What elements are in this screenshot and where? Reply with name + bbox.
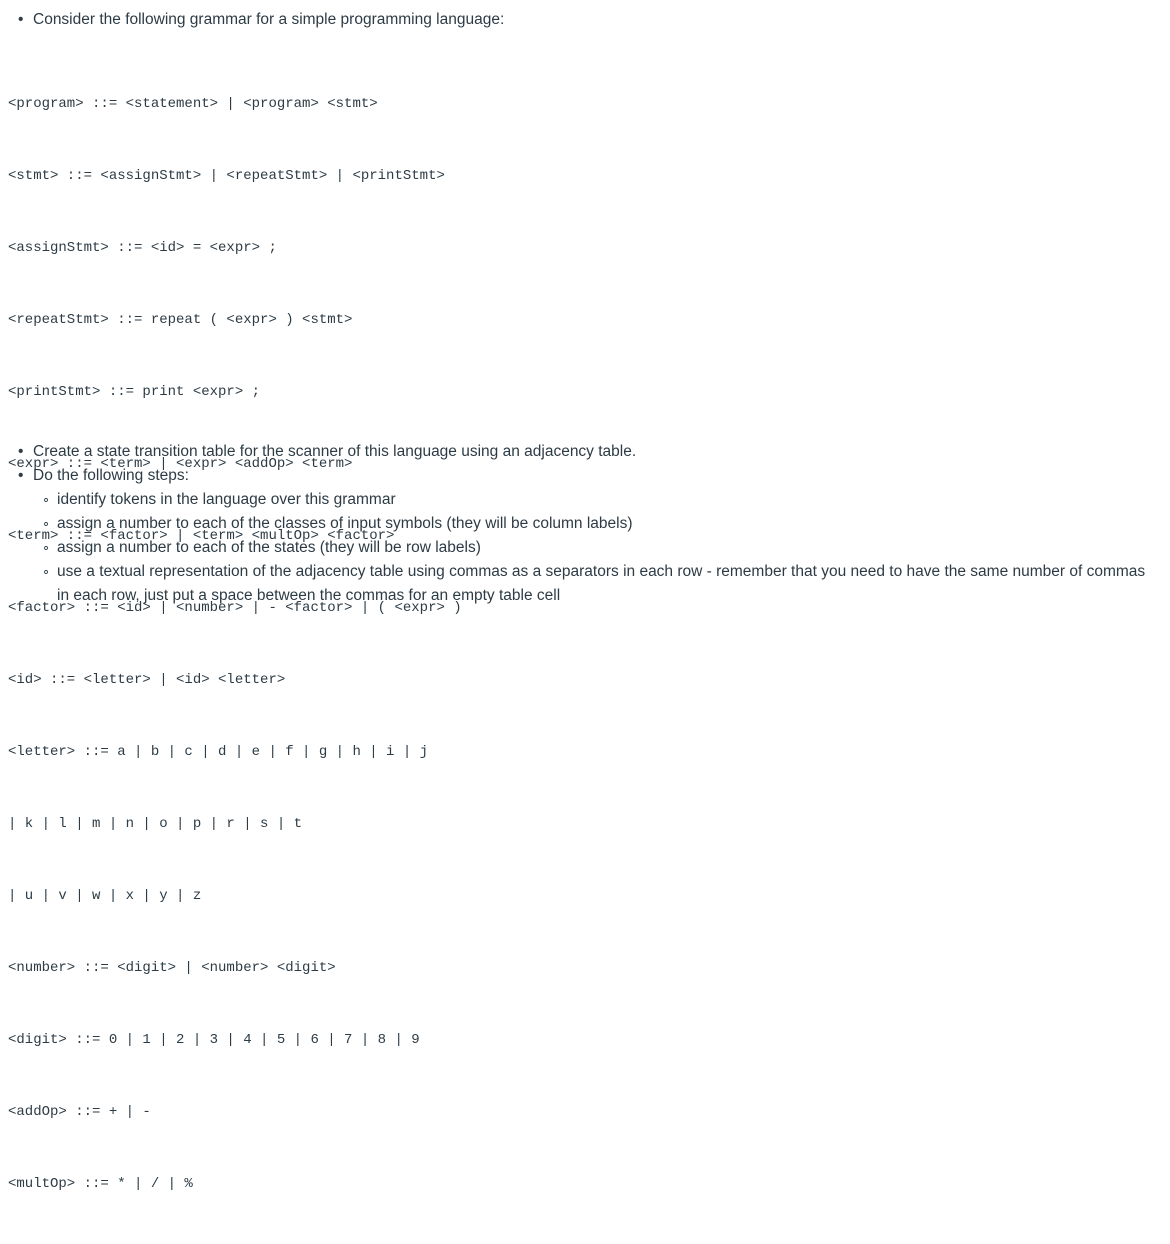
intro-item: • Consider the following grammar for a s… [18, 8, 505, 32]
step-item: ∘ use a textual representation of the ad… [42, 560, 1161, 608]
step-text: identify tokens in the language over thi… [57, 491, 396, 508]
bullet-icon: • [18, 443, 24, 460]
grammar-line: <addOp> ::= + | - [8, 1104, 151, 1120]
task-create-table: • Create a state transition table for th… [18, 440, 637, 464]
grammar-line: <multOp> ::= * | / | % [8, 1176, 193, 1192]
task-create-table-text: Create a state transition table for the … [33, 443, 637, 460]
grammar-line: <number> ::= <digit> | <number> <digit> [8, 960, 336, 976]
grammar-line: <id> ::= <letter> | <id> <letter> [8, 672, 286, 688]
step-item: ∘ assign a number to each of the classes… [42, 512, 633, 536]
grammar-line: <printStmt> ::= print <expr> ; [8, 384, 261, 400]
bullet-icon: • [18, 467, 24, 484]
step-text: assign a number to each of the classes o… [57, 515, 633, 532]
intro-text: Consider the following grammar for a sim… [33, 11, 505, 28]
sub-bullet-icon: ∘ [42, 492, 51, 507]
assignment-page: • Consider the following grammar for a s… [8, 8, 1161, 1192]
task-do-steps: • Do the following steps: [18, 464, 189, 488]
step-text: assign a number to each of the states (t… [57, 539, 481, 556]
grammar-line: | u | v | w | x | y | z [8, 888, 202, 904]
sub-bullet-icon: ∘ [42, 540, 51, 555]
step-item: ∘ assign a number to each of the states … [42, 536, 481, 560]
grammar-code-block: <program> ::= <statement> | <program> <s… [8, 44, 462, 1244]
grammar-line: | k | l | m | n | o | p | r | s | t [8, 816, 303, 832]
grammar-line: <letter> ::= a | b | c | d | e | f | g |… [8, 744, 429, 760]
grammar-line: <digit> ::= 0 | 1 | 2 | 3 | 4 | 5 | 6 | … [8, 1032, 420, 1048]
bullet-icon: • [18, 11, 24, 28]
grammar-line: <term> ::= <factor> | <term> <multOp> <f… [8, 528, 395, 544]
grammar-line: <expr> ::= <term> | <expr> <addOp> <term… [8, 456, 353, 472]
sub-bullet-icon: ∘ [42, 564, 51, 579]
grammar-line: <repeatStmt> ::= repeat ( <expr> ) <stmt… [8, 312, 353, 328]
grammar-line: <stmt> ::= <assignStmt> | <repeatStmt> |… [8, 168, 445, 184]
grammar-line: <factor> ::= <id> | <number> | - <factor… [8, 600, 462, 616]
task-do-steps-text: Do the following steps: [33, 467, 189, 484]
step-text: use a textual representation of the adja… [57, 563, 1146, 604]
grammar-line: <assignStmt> ::= <id> = <expr> ; [8, 240, 277, 256]
sub-bullet-icon: ∘ [42, 516, 51, 531]
grammar-line: <program> ::= <statement> | <program> <s… [8, 96, 378, 112]
step-item: ∘ identify tokens in the language over t… [42, 488, 396, 512]
